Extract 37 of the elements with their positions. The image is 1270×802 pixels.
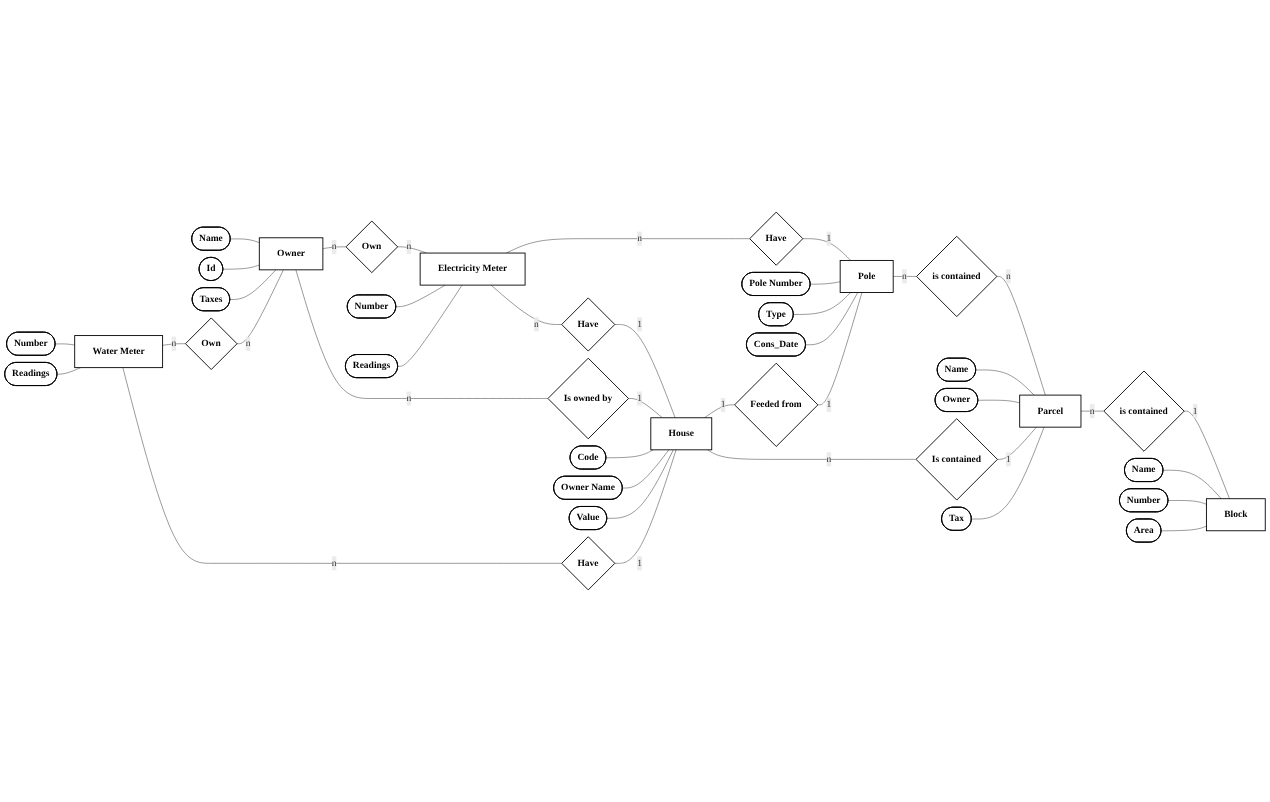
connector (397, 284, 463, 367)
connector (606, 449, 674, 519)
connector (802, 238, 851, 261)
connector (395, 284, 446, 308)
connector (892, 276, 917, 277)
connector (1167, 500, 1207, 505)
connector (975, 369, 1035, 396)
connector (971, 426, 1045, 520)
connector (707, 449, 917, 460)
connector (704, 404, 735, 419)
connector (1080, 410, 1104, 412)
connector (295, 269, 548, 399)
connector (996, 276, 1046, 396)
connector (222, 264, 260, 270)
connector (793, 292, 851, 315)
connector (1160, 525, 1207, 532)
connector (996, 426, 1037, 460)
connector (490, 284, 562, 325)
connector (236, 269, 284, 344)
connector (322, 246, 346, 249)
connector (1162, 469, 1222, 499)
connector (230, 238, 260, 243)
connector (627, 398, 663, 419)
connector (229, 269, 277, 300)
connector (55, 343, 75, 346)
connector (614, 324, 676, 419)
connector (605, 449, 654, 459)
connector (1183, 410, 1230, 499)
connector (805, 292, 859, 346)
connector (56, 367, 82, 375)
connector (614, 449, 677, 564)
connector (122, 367, 562, 564)
connector (622, 449, 670, 489)
connector (817, 292, 863, 406)
connector (505, 238, 750, 254)
connector (810, 281, 841, 285)
connector (977, 399, 1020, 404)
